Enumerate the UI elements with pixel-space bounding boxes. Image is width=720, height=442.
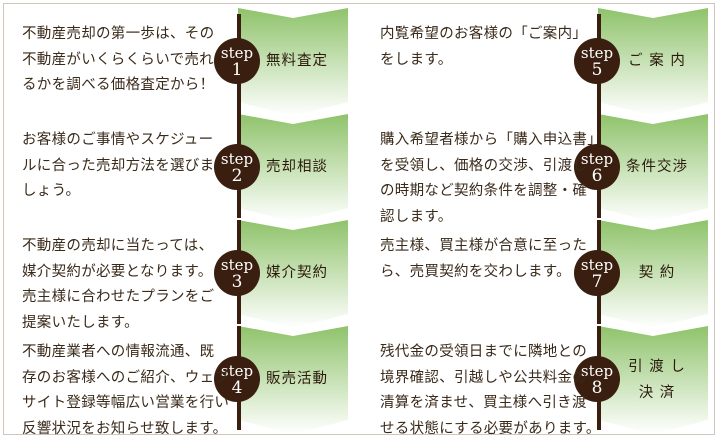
- step-8-title: 引 渡 し決 済: [612, 354, 702, 406]
- description-line: 清算を済ませ、買主様へ引き渡: [380, 391, 560, 417]
- description-line: の時期など契約条件を調整・確: [380, 179, 560, 205]
- step-5-description: 内覧希望のお客様の「ご案内」をします。: [380, 22, 560, 73]
- description-line: を受領し、価格の交渉、引渡し: [380, 154, 560, 180]
- step-6-title: 条件交渉: [612, 155, 702, 179]
- step-5-title: ご 案 内: [612, 49, 702, 73]
- step-title-line: 引 渡 し: [612, 354, 702, 380]
- description-line: 残代金の受領日までに隣地との: [380, 340, 560, 366]
- description-line: をします。: [380, 48, 560, 74]
- step-7-title: 契 約: [612, 261, 702, 285]
- step-7-description: 売主様、買主様が合意に至ったら、売買契約を交わします。: [380, 234, 560, 285]
- description-line: 売主様、買主様が合意に至った: [380, 234, 560, 260]
- description-line: 内覧希望のお客様の「ご案内」: [380, 22, 560, 48]
- description-line: ら、売買契約を交わします。: [380, 260, 560, 286]
- step-title-line: 決 済: [612, 380, 702, 406]
- description-line: せる状態にする必要があります。: [380, 417, 560, 442]
- step-8-description: 残代金の受領日までに隣地との境界確認、引越しや公共料金の清算を済ませ、買主様へ引…: [380, 340, 560, 442]
- description-line: 購入希望者様から「購入申込書」: [380, 128, 560, 154]
- description-line: 境界確認、引越しや公共料金の: [380, 366, 560, 392]
- step-6-description: 購入希望者様から「購入申込書」を受領し、価格の交渉、引渡しの時期など契約条件を調…: [380, 128, 560, 230]
